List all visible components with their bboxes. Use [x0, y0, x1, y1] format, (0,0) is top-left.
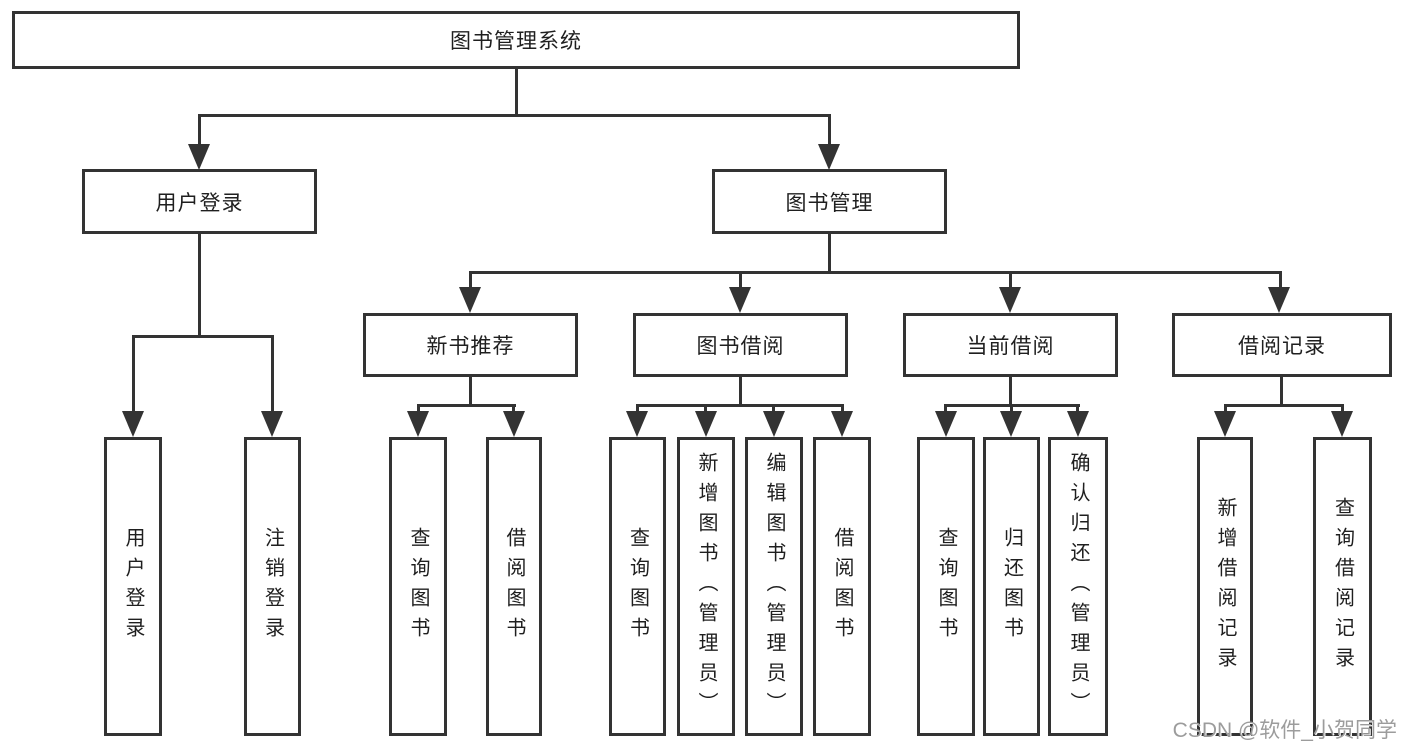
leaf-current-return-book: 归还图书 [983, 437, 1040, 736]
connector-line [198, 114, 831, 117]
arrow-down-icon [695, 411, 717, 437]
connector-line [841, 404, 844, 414]
connector-line [198, 234, 201, 338]
node-book-management: 图书管理 [712, 169, 947, 234]
arrow-down-icon [503, 411, 525, 437]
leaf-logout-label: 注销登录 [261, 526, 284, 647]
arrow-down-icon [407, 411, 429, 437]
node-root: 图书管理系统 [12, 11, 1020, 69]
connector-line [636, 404, 639, 414]
arrow-down-icon [1268, 287, 1290, 313]
leaf-borrow-edit-book-admin: 编辑图书（管理员） [745, 437, 803, 736]
arrow-down-icon [763, 411, 785, 437]
node-new-book-recommend-label: 新书推荐 [426, 335, 515, 358]
arrow-down-icon [188, 144, 210, 170]
node-current-borrow: 当前借阅 [903, 313, 1118, 377]
leaf-current-confirm-return-admin-label: 确认归还（管理员） [1067, 451, 1089, 722]
connector-line [772, 404, 775, 414]
arrow-down-icon [1067, 411, 1089, 437]
connector-line [739, 271, 742, 291]
connector-line [198, 114, 201, 147]
arrow-down-icon [261, 411, 283, 437]
leaf-borrow-add-book-admin: 新增图书（管理员） [677, 437, 735, 736]
connector-line [944, 404, 947, 414]
connector-line [469, 377, 472, 407]
arrow-down-icon [1331, 411, 1353, 437]
leaf-user-login: 用户登录 [104, 437, 162, 736]
connector-line [417, 404, 516, 407]
node-new-book-recommend: 新书推荐 [363, 313, 578, 377]
arrow-down-icon [818, 144, 840, 170]
connector-line [417, 404, 420, 414]
leaf-current-confirm-return-admin: 确认归还（管理员） [1048, 437, 1108, 736]
connector-line [469, 271, 1281, 274]
connector-line [704, 404, 707, 414]
node-book-management-label: 图书管理 [785, 191, 874, 215]
connector-line [1009, 377, 1012, 407]
leaf-borrow-query-book-label: 查询图书 [626, 526, 649, 647]
connector-line [1010, 404, 1013, 414]
leaf-borrow-borrow-book: 借阅图书 [813, 437, 871, 736]
node-borrow-record: 借阅记录 [1172, 313, 1392, 377]
connector-line [132, 335, 135, 415]
node-current-borrow-label: 当前借阅 [966, 335, 1055, 358]
arrow-down-icon [935, 411, 957, 437]
arrow-down-icon [1214, 411, 1236, 437]
connector-line [1224, 404, 1227, 414]
connector-line [1076, 404, 1079, 414]
leaf-current-query-book-label: 查询图书 [935, 526, 957, 647]
arrow-down-icon [459, 287, 481, 313]
leaf-recommend-borrow-book-label: 借阅图书 [503, 526, 525, 647]
leaf-record-add-record: 新增借阅记录 [1197, 437, 1253, 736]
connector-line [515, 69, 518, 117]
node-book-borrow-label: 图书借阅 [696, 335, 785, 358]
connector-line [636, 404, 844, 407]
connector-line [828, 234, 831, 274]
leaf-borrow-edit-book-admin-label: 编辑图书（管理员） [763, 451, 785, 722]
node-user-login: 用户登录 [82, 169, 317, 234]
leaf-recommend-borrow-book: 借阅图书 [486, 437, 542, 736]
leaf-user-login-label: 用户登录 [122, 526, 144, 647]
connector-line [469, 271, 472, 291]
node-borrow-record-label: 借阅记录 [1238, 335, 1326, 358]
arrow-down-icon [729, 287, 751, 313]
node-book-borrow: 图书借阅 [633, 313, 848, 377]
csdn-watermark: CSDN @软件_小贺同学 [1172, 719, 1397, 742]
arrow-down-icon [626, 411, 648, 437]
connector-line [1224, 404, 1344, 407]
leaf-record-query-record: 查询借阅记录 [1313, 437, 1372, 736]
arrow-down-icon [1000, 411, 1022, 437]
connector-line [271, 335, 274, 415]
node-root-label: 图书管理系统 [450, 30, 582, 53]
leaf-recommend-query-book-label: 查询图书 [407, 526, 429, 647]
connector-line [1280, 377, 1283, 407]
connector-line [828, 114, 831, 147]
leaf-recommend-query-book: 查询图书 [389, 437, 447, 736]
connector-line [512, 404, 515, 414]
connector-line [1341, 404, 1344, 414]
leaf-borrow-query-book: 查询图书 [609, 437, 666, 736]
node-user-login-label: 用户登录 [155, 191, 244, 215]
leaf-record-query-record-label: 查询借阅记录 [1331, 496, 1354, 677]
connector-line [1279, 271, 1282, 291]
leaf-borrow-borrow-book-label: 借阅图书 [831, 526, 853, 647]
leaf-borrow-add-book-admin-label: 新增图书（管理员） [695, 451, 717, 722]
arrow-down-icon [122, 411, 144, 437]
connector-line [132, 335, 274, 338]
connector-line [739, 377, 742, 407]
leaf-record-add-record-label: 新增借阅记录 [1214, 496, 1236, 677]
leaf-current-return-book-label: 归还图书 [1000, 526, 1023, 647]
arrow-down-icon [999, 287, 1021, 313]
leaf-current-query-book: 查询图书 [917, 437, 975, 736]
leaf-logout: 注销登录 [244, 437, 301, 736]
connector-line [1009, 271, 1012, 291]
arrow-down-icon [831, 411, 853, 437]
